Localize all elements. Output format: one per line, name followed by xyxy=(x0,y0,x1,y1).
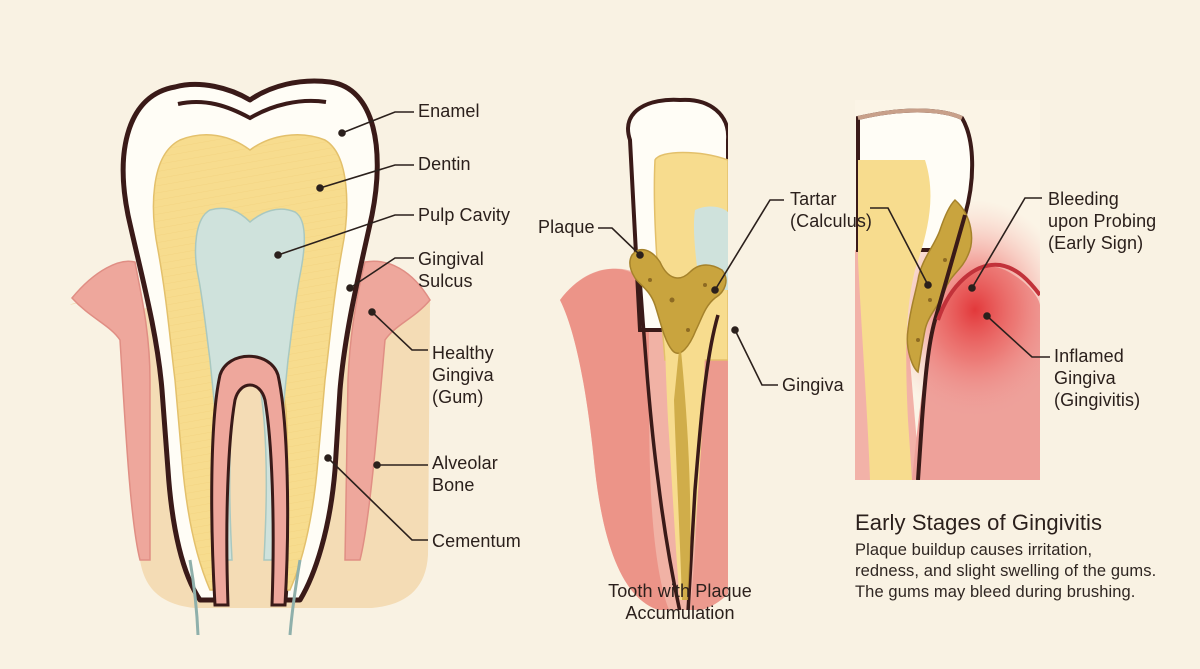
plaque-deposit xyxy=(629,248,727,354)
leader-bleeding xyxy=(971,197,1042,289)
healthy-tooth xyxy=(70,78,431,636)
label-healthy-gingiva: Healthy Gingiva (Gum) xyxy=(432,343,494,407)
label-dentin: Dentin xyxy=(418,154,471,174)
label-cementum: Cementum xyxy=(432,531,521,551)
healthy-gum-right xyxy=(344,260,431,561)
label-inflamed-gingiva: Inflamed Gingiva (Gingivitis) xyxy=(1054,346,1141,410)
leader-plaque xyxy=(598,227,641,256)
leader-pulp xyxy=(277,214,414,256)
label-gingiva: Gingiva xyxy=(782,375,844,395)
label-pulp-cavity: Pulp Cavity xyxy=(418,205,511,225)
gingivitis-dentin xyxy=(858,160,931,480)
label-alveolar-bone: Alveolar Bone xyxy=(432,453,498,495)
leader-enamel xyxy=(341,111,414,134)
leader-cementum xyxy=(327,457,428,541)
healthy-gum-left xyxy=(71,260,151,561)
inflammation-glow xyxy=(880,200,1040,420)
leader-gingiva xyxy=(734,329,778,386)
root-nerve-left xyxy=(188,559,200,636)
gingivitis-description: Plaque buildup causes irritation, rednes… xyxy=(855,541,1157,601)
label-bleeding: Bleeding upon Probing (Early Sign) xyxy=(1048,189,1157,253)
label-enamel: Enamel xyxy=(418,101,480,121)
leader-tartar-right xyxy=(870,207,929,286)
leader-tartar xyxy=(714,199,784,291)
label-tartar: Tartar (Calculus) xyxy=(790,189,873,231)
gingivitis-tooth xyxy=(855,100,1040,480)
inflamed-gum-edge xyxy=(936,262,1040,321)
leader-healthy-gingiva xyxy=(371,311,428,351)
gingivitis-title: Early Stages of Gingivitis xyxy=(855,510,1103,535)
leader-inflamed xyxy=(986,315,1050,358)
leader-lines xyxy=(274,111,1050,541)
caption-plaque-tooth: Tooth with Plaque Accumulation xyxy=(608,581,752,623)
plaque-gum-left xyxy=(560,268,670,610)
plaque-tooth xyxy=(560,97,728,610)
gingivitis-root-outline xyxy=(916,214,967,480)
root-canal-inner xyxy=(210,354,290,607)
label-plaque: Plaque xyxy=(538,217,595,237)
label-gingival-sulcus: Gingival Sulcus xyxy=(418,249,484,291)
leader-sulcus xyxy=(349,257,414,289)
crown-enamel-top xyxy=(177,98,327,121)
plaque-root-outline-right xyxy=(686,314,720,610)
leader-dentin xyxy=(319,164,414,189)
plaque-root-outline xyxy=(638,279,682,610)
plaque-stream xyxy=(674,340,691,600)
gingivitis-crown-top xyxy=(857,108,963,120)
root-nerve-right xyxy=(288,559,302,636)
